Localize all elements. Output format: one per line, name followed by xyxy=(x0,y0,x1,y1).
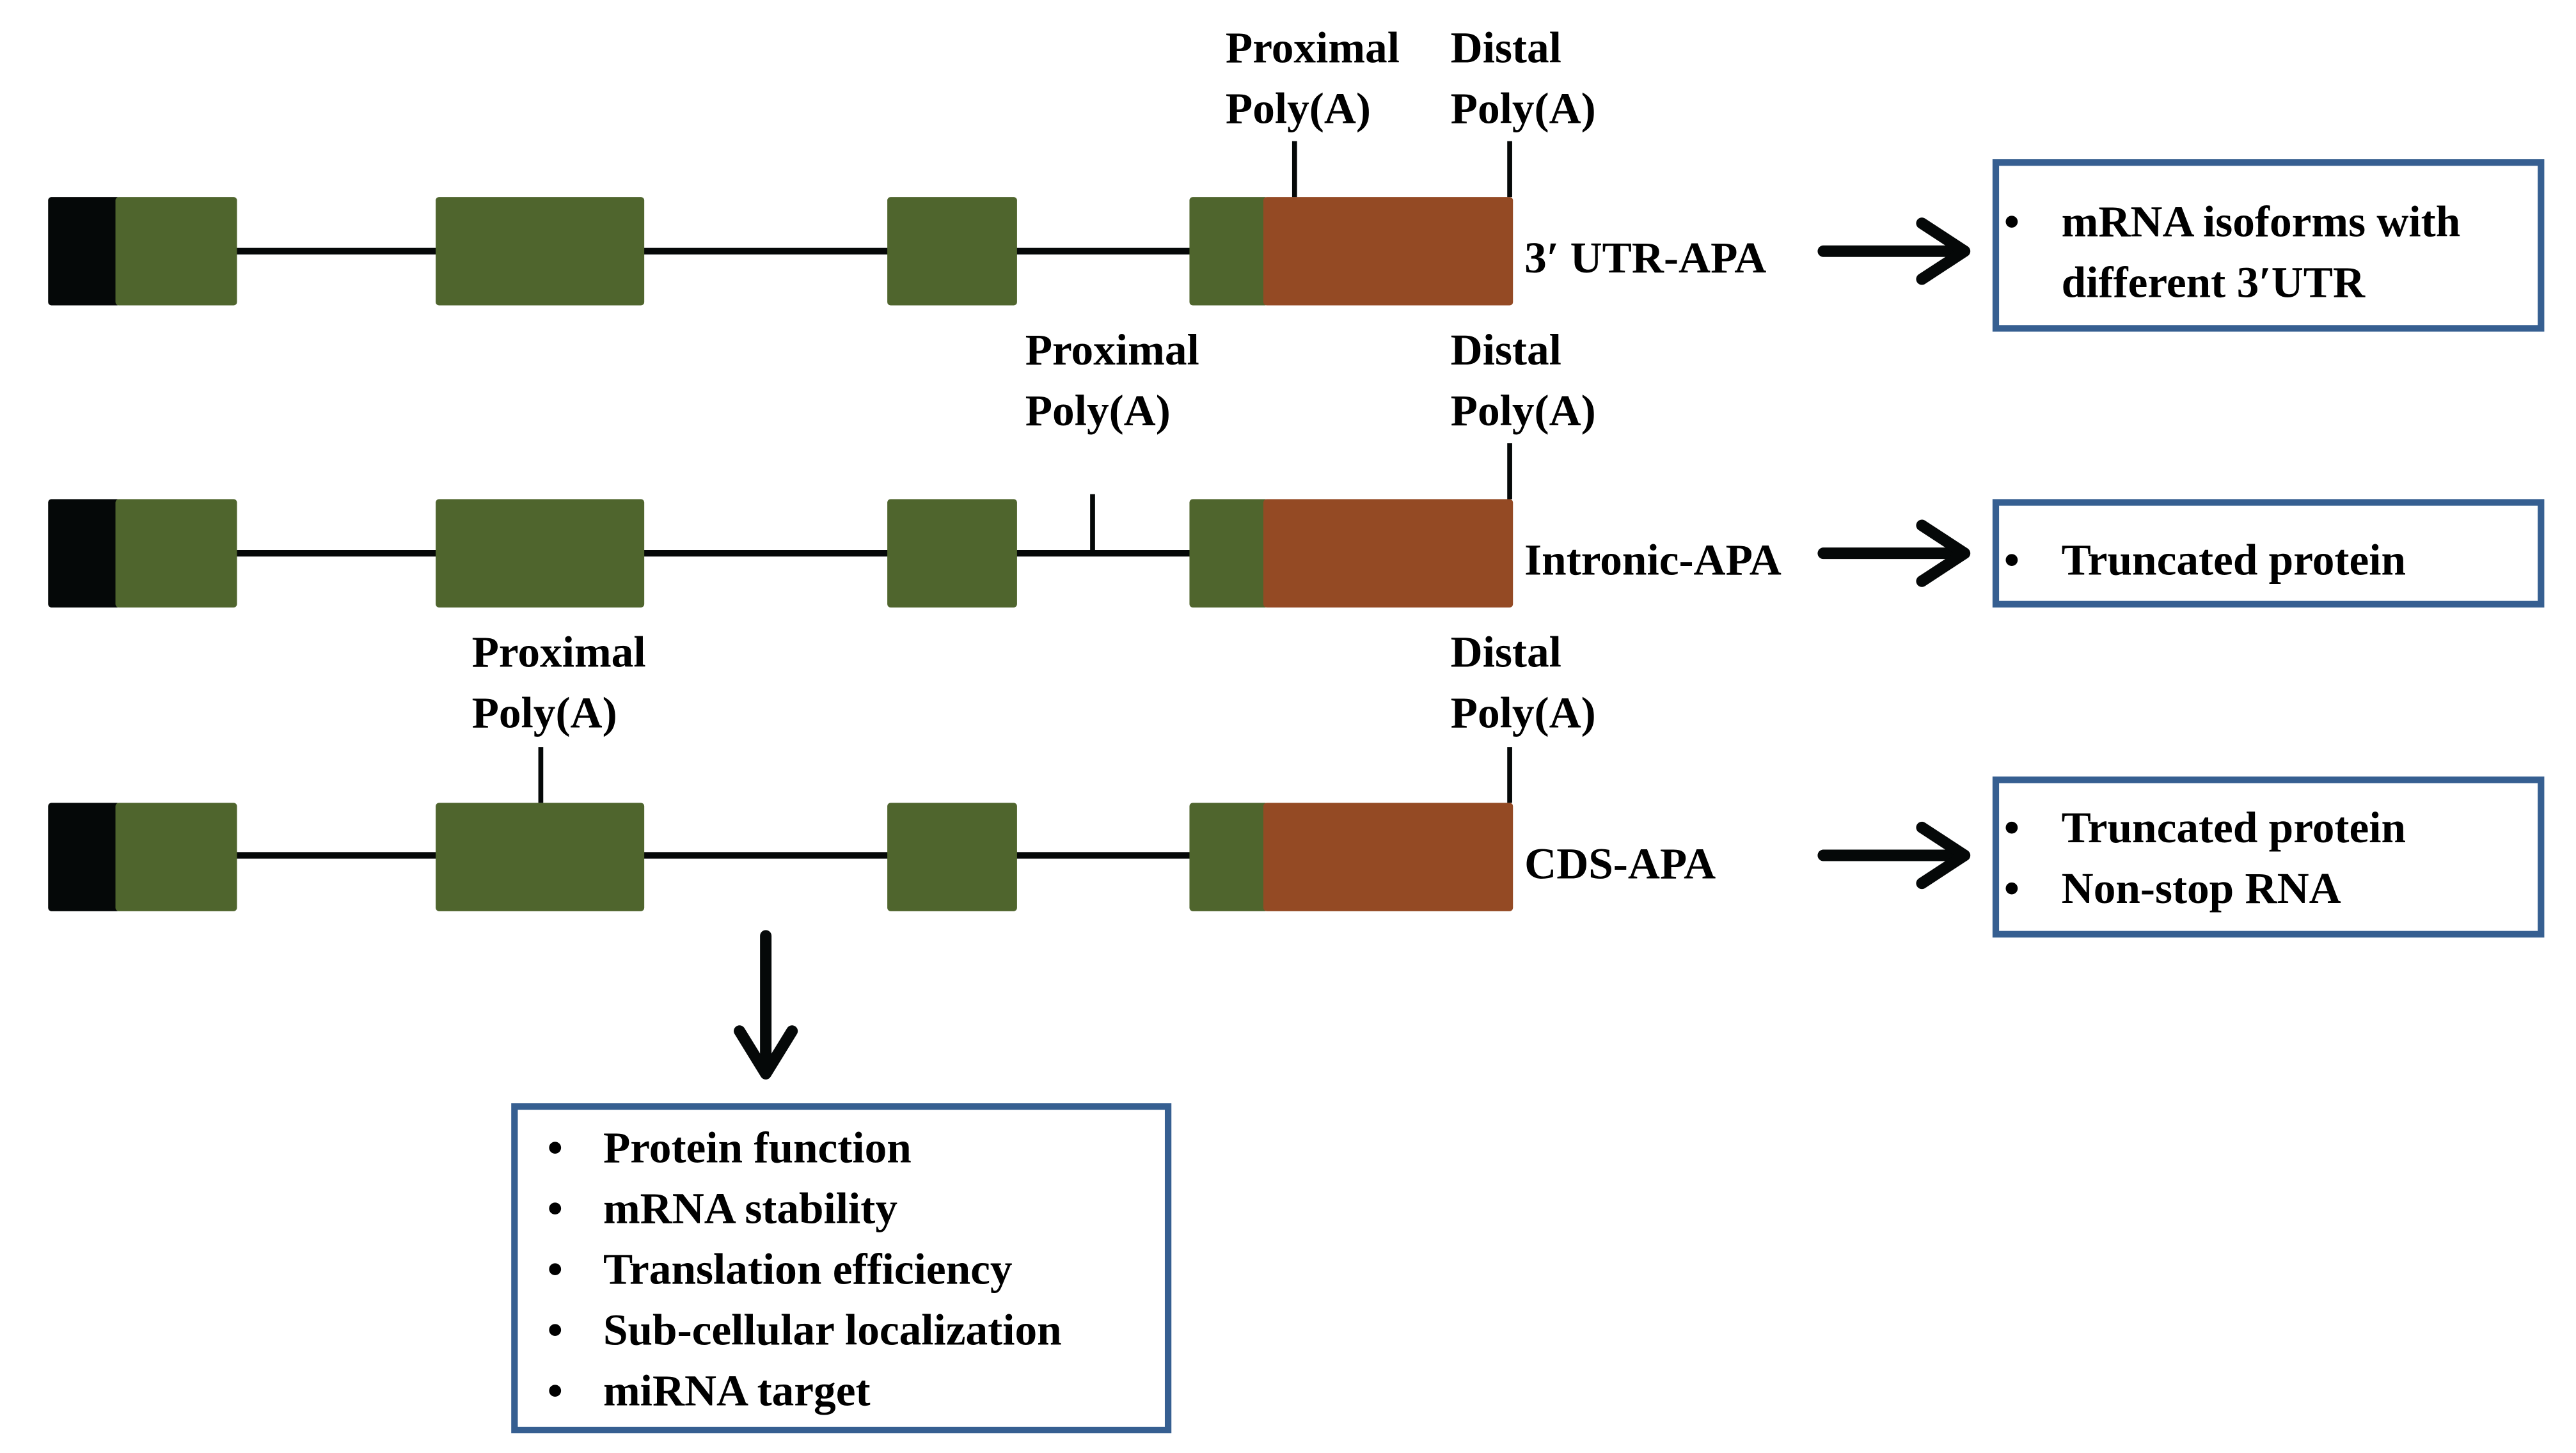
row-label: CDS-APA xyxy=(1524,838,1716,888)
exon-4 xyxy=(1189,197,1268,306)
distal-label-line2: Poly(A) xyxy=(1451,84,1596,133)
consequences-box: • Protein function • mRNA stability • Tr… xyxy=(511,1103,1172,1434)
right-arrow-icon xyxy=(1817,519,1971,587)
right-arrow-icon xyxy=(1817,217,1971,285)
bullet: • xyxy=(548,1184,563,1233)
exon-4 xyxy=(1189,803,1268,911)
proximal-label-line2: Poly(A) xyxy=(472,687,617,737)
proximal-label-line1: Proximal xyxy=(1226,23,1400,72)
distal-label-line1: Distal xyxy=(1451,627,1561,676)
consequence-item: mRNA stability xyxy=(603,1184,897,1233)
exon-4 xyxy=(1189,499,1268,608)
distal-label-line1: Distal xyxy=(1451,23,1561,72)
right-arrow-icon xyxy=(1817,821,1971,890)
row-cds-apa: Proximal Poly(A) Distal Poly(A) CDS-APA … xyxy=(48,627,2545,938)
outcome-line: different 3′UTR xyxy=(2062,258,2366,307)
proximal-label-line2: Poly(A) xyxy=(1226,84,1371,133)
exon-1 xyxy=(115,499,237,608)
outcome-box xyxy=(1992,499,2545,608)
outcome-box xyxy=(1992,159,2545,332)
exon-1 xyxy=(115,803,237,911)
bullet: • xyxy=(548,1305,563,1355)
down-arrow-icon xyxy=(734,930,798,1080)
row-label: Intronic-APA xyxy=(1524,535,1782,585)
bullet: • xyxy=(2004,197,2019,246)
exon-2 xyxy=(436,499,645,608)
exon-2 xyxy=(436,197,645,306)
row-3-utr-apa: Proximal Poly(A) Distal Poly(A) 3′ UTR-A… xyxy=(48,23,2545,332)
distal-label-line2: Poly(A) xyxy=(1451,386,1596,435)
row-label: 3′ UTR-APA xyxy=(1524,233,1766,282)
consequence-item: Translation efficiency xyxy=(603,1245,1013,1294)
outcome-line: Non-stop RNA xyxy=(2062,863,2341,913)
exon-2 xyxy=(436,803,645,911)
outcome-line: mRNA isoforms with xyxy=(2062,197,2461,246)
bullet: • xyxy=(2004,803,2019,852)
proximal-label-line1: Proximal xyxy=(472,627,646,676)
consequences-border xyxy=(511,1103,1172,1434)
bullet: • xyxy=(2004,535,2019,585)
five-prime-cap xyxy=(48,499,121,608)
consequence-item: Sub-cellular localization xyxy=(603,1305,1062,1355)
proximal-label-line1: Proximal xyxy=(1025,325,1199,374)
consequence-item: Protein function xyxy=(603,1123,912,1172)
consequence-item: miRNA target xyxy=(603,1366,871,1415)
three-prime-utr xyxy=(1263,803,1513,911)
bullet: • xyxy=(2004,863,2019,913)
exon-3 xyxy=(887,499,1017,608)
bullet: • xyxy=(548,1366,563,1415)
outcome-line: Truncated protein xyxy=(2062,803,2406,852)
exon-3 xyxy=(887,197,1017,306)
distal-label-line2: Poly(A) xyxy=(1451,687,1596,737)
three-prime-utr xyxy=(1263,499,1513,608)
outcome-line: Truncated protein xyxy=(2062,535,2406,585)
exon-3 xyxy=(887,803,1017,911)
proximal-label-line2: Poly(A) xyxy=(1025,386,1171,435)
five-prime-cap xyxy=(48,803,121,911)
bullet: • xyxy=(548,1123,563,1172)
outcome-box xyxy=(1992,776,2545,938)
three-prime-utr xyxy=(1263,197,1513,306)
exon-1 xyxy=(115,197,237,306)
row-intronic-apa: Proximal Poly(A) Distal Poly(A) Intronic… xyxy=(48,325,2545,608)
distal-label-line1: Distal xyxy=(1451,325,1561,374)
bullet: • xyxy=(548,1245,563,1294)
five-prime-cap xyxy=(48,197,121,306)
